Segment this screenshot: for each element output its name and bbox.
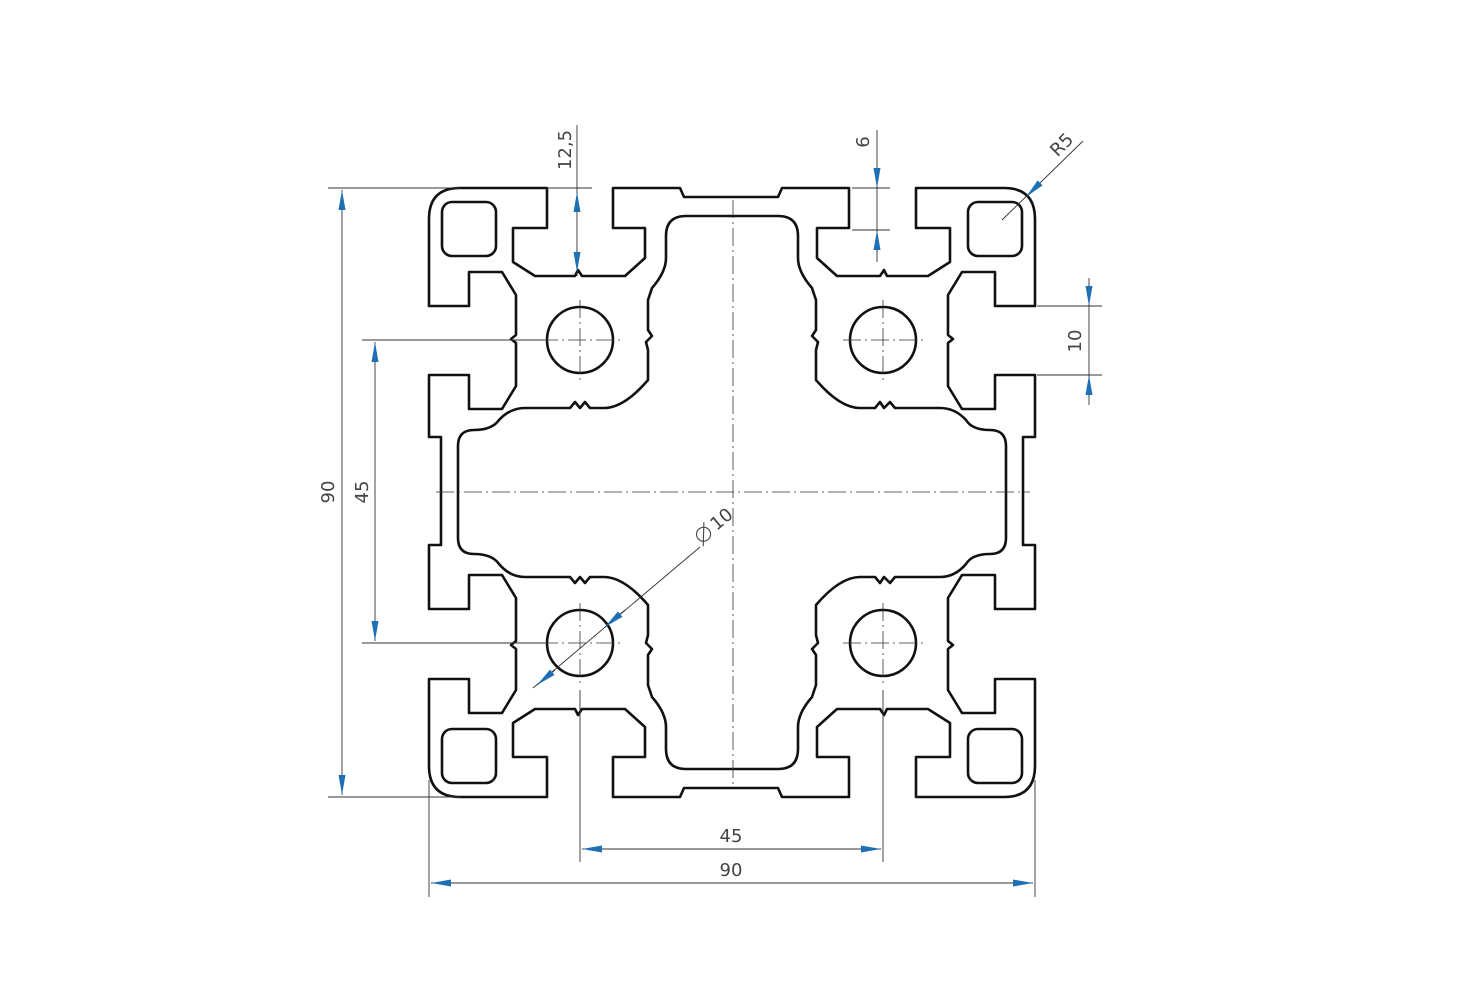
dim-text-width-90: 90 [720, 860, 743, 881]
corner-pocket-bottom-right [966, 727, 1024, 785]
dim-text-slot-depth: 12,5 [555, 130, 576, 170]
dim-text-height-90: 90 [318, 481, 339, 504]
center-lines [436, 200, 1030, 785]
dim-text-hole-pitch-vertical: 45 [352, 481, 373, 504]
diameter-symbol-icon [695, 522, 712, 547]
dimension-height-90: 90 [318, 187, 460, 798]
dim-text-wall-thickness: 6 [853, 136, 874, 147]
dimension-slot-width: 10 [1037, 278, 1102, 405]
dimension-bore-diameter: 10 [532, 504, 737, 689]
corner-pocket-top-left [440, 200, 498, 258]
profile-outline [427, 186, 1037, 799]
corner-pocket-bottom-left [440, 727, 498, 785]
corner-pocket-top-right [966, 200, 1024, 258]
dimension-width-90: 90 [428, 780, 1036, 897]
dimension-hole-pitch-vertical: 45 [352, 339, 545, 644]
dimension-hole-pitch-horizontal: 45 [579, 690, 884, 862]
dim-text-hole-pitch-horizontal: 45 [720, 826, 743, 847]
dimension-wall-thickness: 6 [852, 130, 890, 262]
dimension-slot-depth: 12,5 [547, 125, 592, 276]
dim-text-slot-width: 10 [1065, 330, 1086, 353]
dim-text-corner-radius: R5 [1046, 129, 1078, 161]
dimension-corner-radius: R5 [1001, 129, 1084, 221]
